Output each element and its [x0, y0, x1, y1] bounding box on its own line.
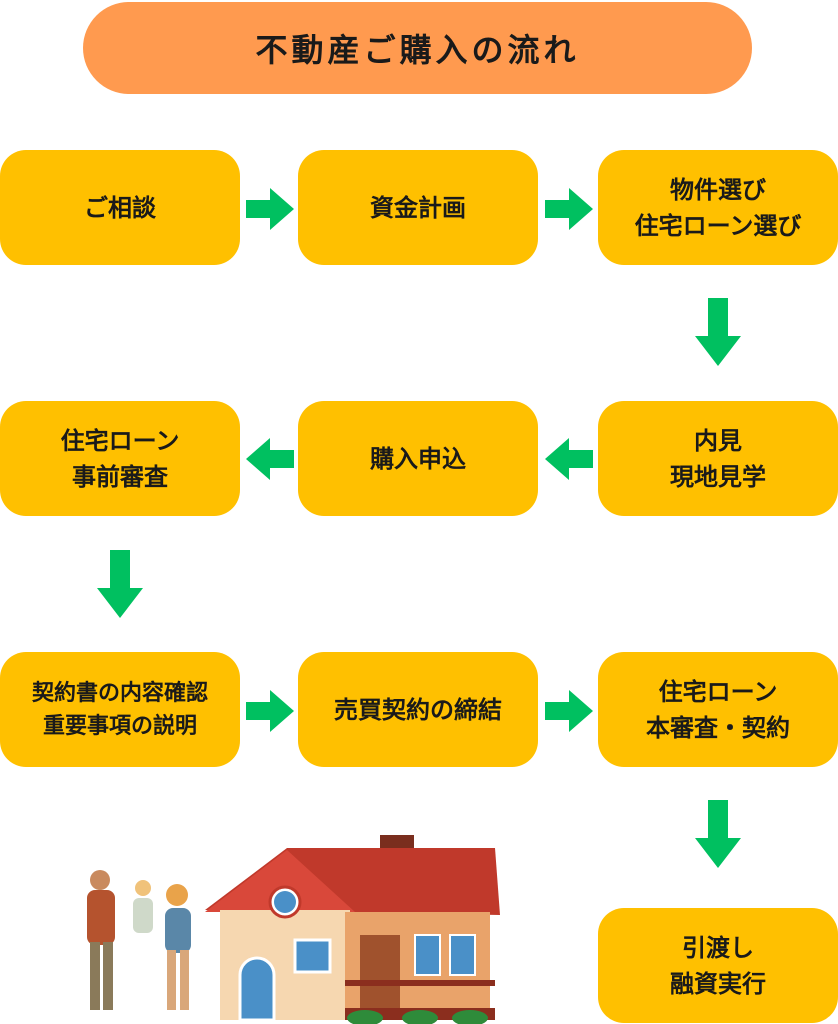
- family-icon: [87, 870, 191, 1010]
- step-label: 契約書の内容確認: [31, 680, 208, 706]
- step-viewing: 内見現地見学: [598, 401, 838, 516]
- diagram-title: 不動産ご購入の流れ: [83, 2, 752, 94]
- arrow-left-icon: [246, 438, 294, 480]
- step-funding-plan: 資金計画: [298, 150, 538, 265]
- step-label: 内見: [694, 426, 742, 455]
- arrow-right-icon: [246, 188, 294, 230]
- step-loan-main-review: 住宅ローン本審査・契約: [598, 652, 838, 767]
- step-label: 資金計画: [370, 193, 466, 222]
- step-sales-contract: 売買契約の締結: [298, 652, 538, 767]
- step-label: 本審査・契約: [646, 713, 790, 742]
- step-label: 物件選び: [670, 175, 766, 204]
- step-label: 引渡し: [682, 933, 754, 962]
- step-label: 購入申込: [370, 444, 466, 473]
- step-label: 事前審査: [72, 462, 168, 491]
- house-icon: [205, 835, 500, 1024]
- step-contract-review: 契約書の内容確認重要事項の説明: [0, 652, 240, 767]
- step-label: ご相談: [84, 193, 156, 222]
- step-label: 融資実行: [670, 969, 766, 998]
- arrow-down-icon: [695, 800, 741, 868]
- arrow-right-icon: [545, 188, 593, 230]
- arrow-right-icon: [545, 690, 593, 732]
- step-label: 売買契約の締結: [334, 695, 502, 724]
- arrow-left-icon: [545, 438, 593, 480]
- family-house-illustration: [87, 835, 500, 1024]
- step-label: 住宅ローン: [60, 426, 180, 455]
- step-label: 重要事項の説明: [42, 713, 197, 739]
- arrow-right-icon: [246, 690, 294, 732]
- step-label: 住宅ローン: [658, 677, 778, 706]
- step-handover: 引渡し融資実行: [598, 908, 838, 1023]
- step-purchase-application: 購入申込: [298, 401, 538, 516]
- step-label: 現地見学: [670, 462, 766, 491]
- step-label: 住宅ローン選び: [634, 211, 802, 240]
- step-consultation: ご相談: [0, 150, 240, 265]
- arrow-down-icon: [695, 298, 741, 366]
- step-loan-prescreening: 住宅ローン事前審査: [0, 401, 240, 516]
- arrow-down-icon: [97, 550, 143, 618]
- step-property-selection: 物件選び住宅ローン選び: [598, 150, 838, 265]
